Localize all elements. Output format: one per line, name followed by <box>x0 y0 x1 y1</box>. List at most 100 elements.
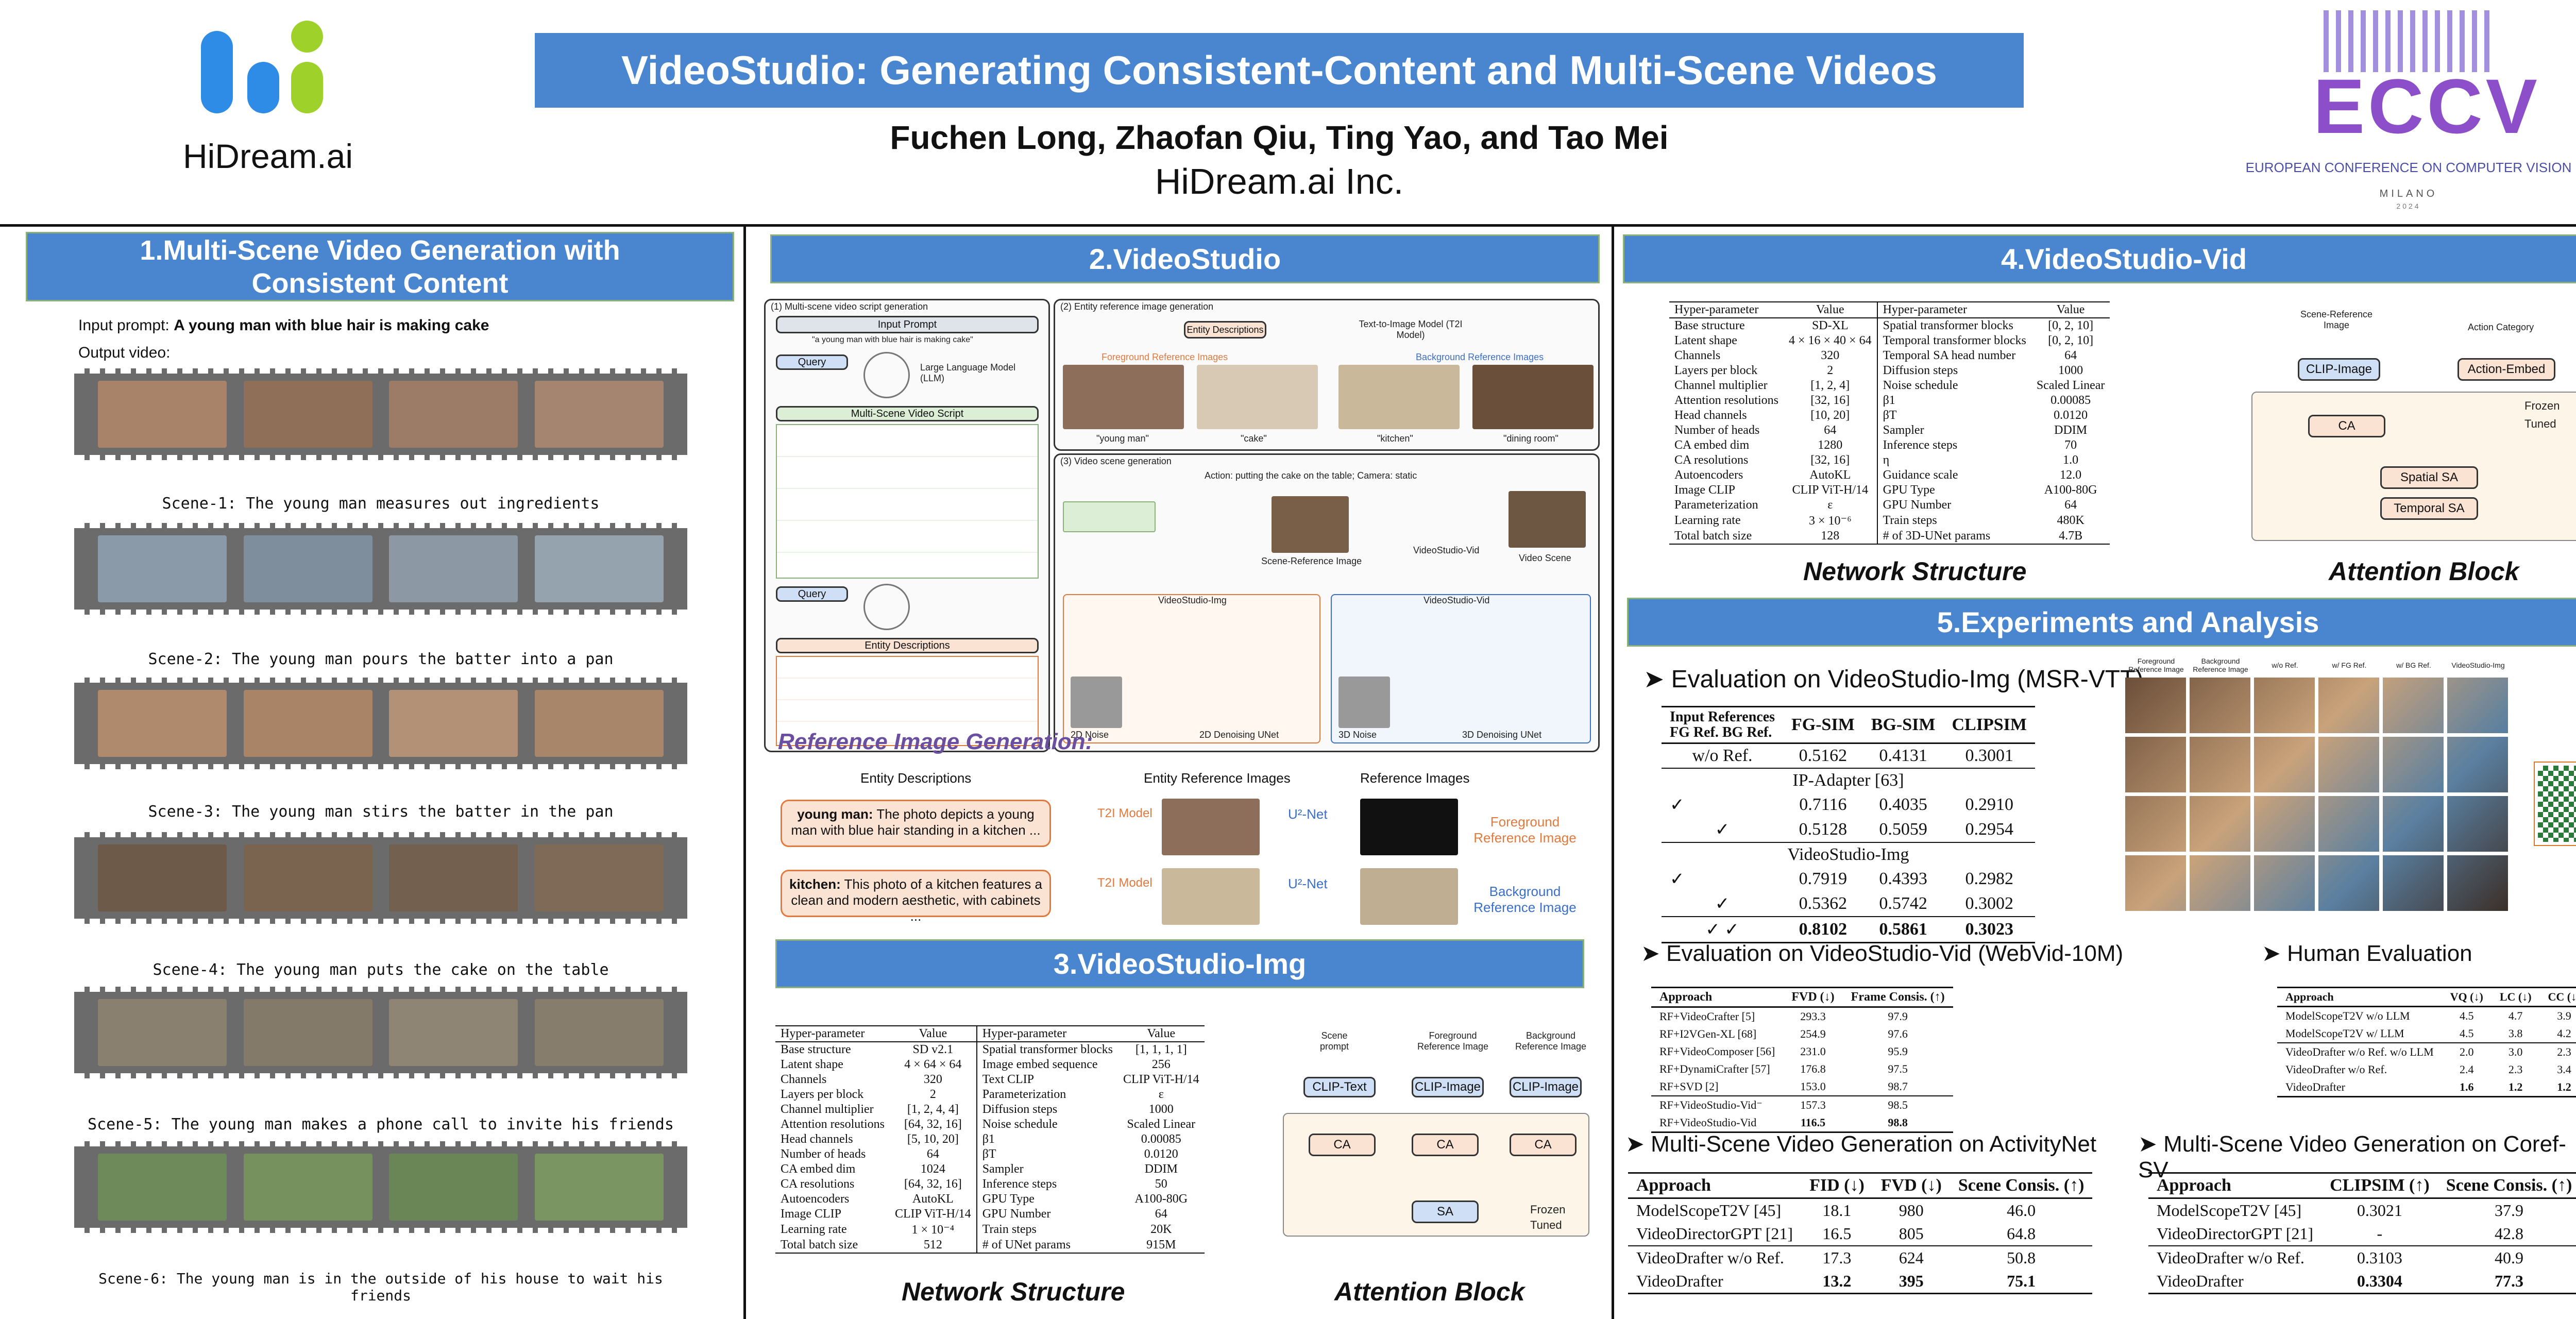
param-cell: CLIP ViT-H/14 <box>889 1207 977 1222</box>
qr-code[interactable] <box>2534 762 2576 846</box>
table-cell: 2.4 <box>2459 1063 2474 1076</box>
table-cell: 50.8 <box>1950 1245 2093 1270</box>
poster-title: VideoStudio: Generating Consistent-Conte… <box>535 33 2024 108</box>
param-cell: Train steps <box>1883 514 1937 527</box>
fg-ref-label: Foreground Reference Image <box>1473 814 1577 845</box>
scene-3-strip <box>74 678 687 769</box>
table-row: VideoDirectorGPT [21]-42.8 <box>2148 1222 2576 1246</box>
table-cell: 2.3 <box>2508 1063 2523 1076</box>
param-cell: 256 <box>1151 1058 1171 1071</box>
table-cell: 40.9 <box>2437 1245 2576 1270</box>
param-cell: [0, 2, 10] <box>2048 319 2094 332</box>
ref-row-2-desc: kitchen: This photo of a kitchen feature… <box>781 870 1051 924</box>
param-cell: GPU Number <box>1883 498 1952 512</box>
table-cell: 4.5 <box>2459 1009 2474 1022</box>
col-divider-2 <box>1612 227 1614 1319</box>
param-cell: Noise schedule <box>982 1118 1058 1131</box>
table-cell: 980 <box>1899 1201 1924 1220</box>
param-cell: 2 <box>889 1087 977 1102</box>
param-cell: Latent shape <box>781 1058 843 1071</box>
param-cell: [64, 32, 16] <box>889 1177 977 1192</box>
human-eval-heading: ➤ Human Evaluation <box>2262 941 2472 966</box>
scene-4-caption: Scene-4: The young man puts the cake on … <box>152 961 609 979</box>
table-cell: ModelScopeT2V w/o LLM <box>2285 1009 2410 1022</box>
param-cell: [64, 32, 16] <box>889 1117 977 1132</box>
param-cell: Scaled Linear <box>2036 379 2105 392</box>
param-cell: 1 × 10⁻⁴ <box>889 1222 977 1238</box>
param-cell: Attention resolutions <box>781 1118 885 1131</box>
param-cell: Temporal transformer blocks <box>1883 334 2026 347</box>
table-cell: 4.2 <box>2557 1027 2571 1040</box>
fg-reference-image <box>1360 799 1458 855</box>
table-cell: VideoDrafter <box>2148 1270 2322 1294</box>
param-cell: 64 <box>1783 423 1878 438</box>
param-cell: Number of heads <box>781 1147 866 1161</box>
table-cell: 624 <box>1872 1245 1950 1270</box>
bg-ref-label: Background Reference Image <box>1473 884 1577 915</box>
table-cell: 1.2 <box>2491 1078 2540 1097</box>
table-cell: 157.3 <box>1783 1095 1843 1114</box>
ref-col-entity-ref: Entity Reference Images <box>1144 770 1291 786</box>
scene-6-strip <box>74 1141 687 1233</box>
param-cell: 915M <box>1117 1238 1205 1254</box>
param-cell: β1 <box>982 1132 995 1146</box>
param-cell: Train steps <box>982 1223 1037 1236</box>
table-cell: VideoDrafter w/o Ref. <box>2285 1063 2387 1076</box>
authors: Fuchen Long, Zhaofan Qiu, Ting Yao, and … <box>890 119 1669 156</box>
param-cell: 128 <box>1783 529 1878 545</box>
table-cell: 2.3 <box>2539 1042 2576 1061</box>
table-cell: 2.0 <box>2442 1042 2492 1061</box>
qualitative-grid: Foreground Reference Image Background Re… <box>2125 657 2512 915</box>
param-cell: CA embed dim <box>781 1162 856 1176</box>
table-cell: RF+VideoStudio-Vid⁻ <box>1651 1095 1784 1114</box>
param-cell: ε <box>1783 498 1878 513</box>
scene-2-strip <box>74 523 687 615</box>
param-cell: 70 <box>2064 438 2077 452</box>
param-cell: 320 <box>889 1072 977 1087</box>
param-cell: CLIP ViT-H/14 <box>1123 1073 1199 1086</box>
param-cell: [10, 20] <box>1783 408 1878 423</box>
table-cell: 176.8 <box>1800 1062 1826 1075</box>
param-cell: 64 <box>1155 1207 1167 1221</box>
param-cell: AutoKL <box>889 1192 977 1207</box>
param-cell: 1000 <box>1148 1103 1174 1116</box>
param-cell: 50 <box>1155 1177 1167 1191</box>
ref-col-entity-desc: Entity Descriptions <box>860 770 972 786</box>
param-cell: 3 × 10⁻⁶ <box>1783 513 1878 529</box>
param-cell: [32, 16] <box>1783 393 1878 408</box>
param-cell: 64 <box>2064 349 2077 362</box>
col-divider-1 <box>743 227 746 1319</box>
param-row: Channel multiplier[1, 2, 4, 4]Diffusion … <box>775 1102 1205 1117</box>
param-cell: 0.0120 <box>1144 1147 1178 1161</box>
param-cell: Attention resolutions <box>1674 394 1778 407</box>
param-cell: Head channels <box>781 1132 853 1146</box>
eccv-city: MILANO <box>2379 188 2438 199</box>
param-cell: Base structure <box>781 1043 851 1056</box>
param-cell: Temporal SA head number <box>1883 349 2016 362</box>
table-cell: 98.5 <box>1842 1095 1953 1114</box>
param-cell: 1.0 <box>2063 453 2079 467</box>
param-cell: Sampler <box>982 1162 1024 1176</box>
param-cell: 4 × 16 × 40 × 64 <box>1783 333 1878 348</box>
scene-3-caption: Scene-3: The young man stirs the batter … <box>148 803 614 821</box>
logo-text: HiDream.ai <box>182 137 353 175</box>
param-cell: Number of heads <box>1674 424 1760 437</box>
table-cell: 3.0 <box>2491 1042 2540 1061</box>
param-cell: Spatial transformer blocks <box>982 1043 1113 1056</box>
